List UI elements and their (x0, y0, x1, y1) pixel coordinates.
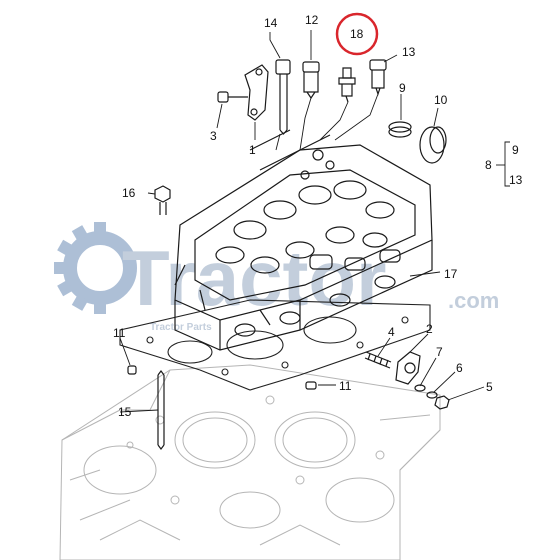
nozzle-13 (369, 59, 387, 96)
glow-plug-18 (338, 67, 356, 103)
callout-15: 15 (118, 405, 132, 419)
callout-13: 13 (402, 45, 416, 59)
injector-12 (302, 61, 320, 100)
cylinder-head (174, 129, 433, 351)
callout-5: 5 (486, 380, 493, 394)
callout-12: 12 (305, 13, 319, 27)
callout-16: 16 (122, 186, 136, 200)
callout-4: 4 (388, 325, 395, 339)
washers-7-6 (414, 384, 438, 399)
callout-11-left: 11 (113, 326, 126, 340)
gear-tooth (71, 225, 89, 242)
callout-group-9: 9 (512, 143, 519, 157)
callout-group-8: 8 (485, 158, 492, 172)
seal-9 (388, 121, 412, 138)
gear-tooth (57, 239, 74, 257)
nut-16 (154, 185, 171, 215)
callout-labels: 14 12 18 13 9 10 3 1 16 17 11 11 15 4 2 … (113, 13, 523, 419)
watermark-brand: Tractor (122, 234, 386, 322)
highlight-circle (335, 12, 379, 56)
callout-17: 17 (444, 267, 458, 281)
gear-tooth (94, 222, 106, 234)
group-bracket (496, 141, 510, 187)
head-bolt-14 (275, 59, 291, 135)
leader-lines (119, 30, 485, 413)
nut-5 (434, 395, 450, 410)
callout-9: 9 (399, 81, 406, 95)
gear-tooth (54, 262, 66, 274)
plug-11-left (127, 365, 137, 375)
engine-block (59, 364, 441, 560)
callout-3: 3 (210, 129, 217, 143)
gear-tooth (71, 294, 89, 311)
callout-1: 1 (249, 143, 256, 157)
watermark: Tractor .com Tractor Parts (54, 222, 499, 333)
gear-tooth (57, 279, 74, 297)
stud-4 (364, 351, 392, 369)
callout-group-13: 13 (509, 173, 523, 187)
gear-tooth (94, 302, 106, 314)
plug-11-right (305, 381, 317, 390)
callout-11-right: 11 (339, 379, 352, 393)
plug-10 (419, 126, 447, 164)
watermark-tagline: Tractor Parts (150, 322, 212, 333)
callout-7: 7 (436, 345, 443, 359)
gasket-2 (395, 351, 421, 385)
callout-18: 18 (350, 27, 364, 41)
callout-14: 14 (264, 16, 278, 30)
gear-icon (54, 222, 137, 314)
callout-2: 2 (426, 322, 433, 336)
bracket-1 (244, 64, 269, 121)
callout-6: 6 (456, 361, 463, 375)
bolt-3 (217, 91, 248, 103)
callout-10: 10 (434, 93, 448, 107)
watermark-suffix: .com (448, 288, 499, 313)
